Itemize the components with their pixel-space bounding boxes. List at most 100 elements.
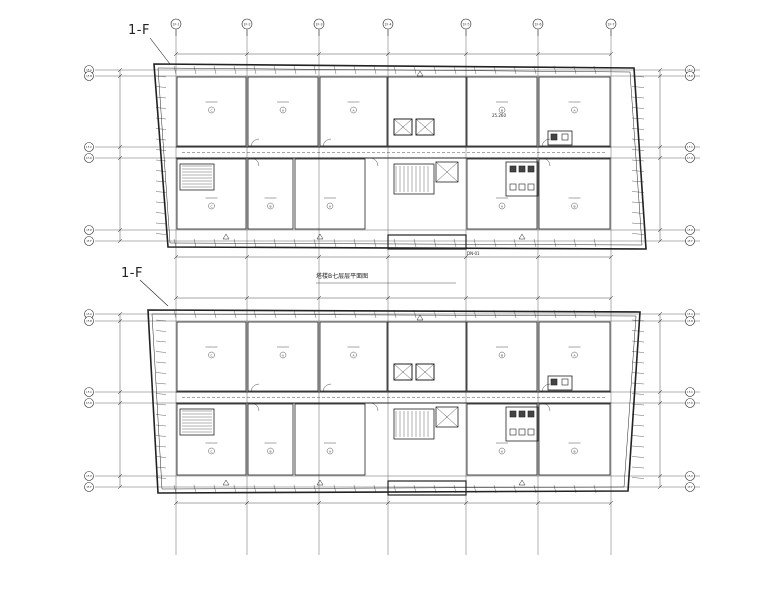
fin-line [631, 201, 645, 204]
fin-line [293, 238, 297, 248]
fin-line [293, 484, 297, 494]
fin-line [553, 238, 557, 248]
axis-bubble-top: 1F-6 [532, 18, 544, 30]
room-outline [247, 158, 294, 230]
fin-line [513, 484, 517, 494]
fin-line [173, 238, 177, 248]
fin-line [631, 382, 645, 385]
dimension-tick [657, 400, 663, 406]
axis-bubble-text: 1F-7 [607, 23, 614, 27]
dimension-tick [117, 73, 123, 79]
door-swing [250, 157, 260, 167]
dimension-tick [244, 500, 250, 506]
axis-bubble-text: 1F-F [687, 239, 693, 243]
axis-bubble-left: 1F-B [84, 71, 94, 81]
room-outline [538, 76, 611, 147]
elevator-shaft [435, 406, 459, 428]
axis-bubble-circle [84, 142, 94, 152]
door-swing [369, 157, 379, 167]
room-tag-letter: B [269, 449, 271, 453]
room-outline [247, 403, 294, 476]
fin-line [631, 86, 645, 88]
room-tag-circle [267, 202, 274, 210]
room-tag-circle [571, 351, 578, 359]
room-tag-letter: C [210, 108, 212, 112]
axis-bubble-top: 1F-3 [313, 18, 325, 30]
fin-line [155, 382, 167, 385]
axis-bubble-text: 1F-B [86, 319, 92, 323]
elevator-shaft [415, 118, 435, 136]
axis-bubble-circle [84, 482, 94, 492]
door-swing [541, 383, 551, 393]
entrance-recess [387, 480, 467, 496]
core-outline [387, 76, 467, 147]
toilet-outline [547, 130, 573, 146]
level-marker [316, 233, 324, 240]
fin-line [631, 180, 645, 183]
axis-bubble-top: 1F-2 [241, 18, 253, 30]
fin-line [293, 65, 297, 75]
room-outline [466, 76, 538, 147]
axis-bubble-text: 1F-E [86, 474, 92, 478]
toilet-fixture [527, 410, 535, 418]
axis-bubble-circle [84, 236, 94, 246]
axis-bubble-left: 1F-D [84, 398, 94, 408]
section-leader [139, 279, 169, 307]
fin-line [413, 238, 417, 248]
room-tag-circle [498, 202, 506, 210]
level-marker [518, 479, 526, 486]
fin-line [155, 403, 167, 406]
axis-bubble-text: 1F-F [86, 485, 92, 489]
axis-bubble-left: 1F-E [84, 225, 94, 235]
fin-line [631, 361, 645, 364]
fin-line [631, 128, 645, 130]
dimension-tick [657, 311, 663, 317]
dimension-tick [657, 155, 663, 161]
axis-bubble-circle [685, 482, 695, 492]
axis-bubble-circle [84, 153, 94, 163]
fin-line [553, 309, 557, 319]
room-outline [466, 403, 538, 476]
axis-bubble-right: 1F-D [685, 398, 695, 408]
toilet-fixture [527, 183, 535, 191]
fin-line [631, 212, 645, 214]
axis-bubble-text: 1F-F [86, 239, 92, 243]
fin-line [573, 238, 577, 248]
fin-line [473, 238, 477, 248]
fin-line [173, 484, 177, 494]
room-tag-circle [571, 106, 578, 114]
fin-line [155, 201, 167, 204]
dimension-tick [316, 254, 322, 260]
toilet-fixture [518, 410, 526, 418]
fin-line [631, 445, 645, 448]
facade-fins [155, 309, 645, 494]
fin-line [513, 309, 517, 319]
stair-core [393, 408, 435, 440]
fin-line [193, 238, 197, 248]
axis-bubble-circle [605, 18, 617, 30]
axis-bubble-circle [685, 398, 695, 408]
room-tag-circle [571, 202, 578, 210]
axis-bubble-circle [382, 18, 394, 30]
dimension-tick [608, 254, 614, 260]
elevator-cross [415, 363, 435, 381]
fin-line [631, 456, 645, 458]
elevator-shaft [393, 118, 413, 136]
fin-line [553, 65, 557, 75]
fin-line [631, 466, 645, 469]
fin-line [631, 319, 645, 322]
axis-bubble-text: 1F-C [687, 390, 693, 394]
room-outline [247, 76, 319, 147]
dimension-tick [657, 144, 663, 150]
fin-line [631, 393, 645, 395]
elevator-shaft [393, 363, 413, 381]
fin-line [413, 309, 417, 319]
dimension-tick [385, 295, 391, 301]
axis-bubble-text: 1F-F [687, 485, 693, 489]
dimension-tick [463, 51, 469, 57]
fin-line [631, 222, 645, 225]
fin-line [273, 65, 277, 75]
room-tag-circle [208, 447, 215, 455]
